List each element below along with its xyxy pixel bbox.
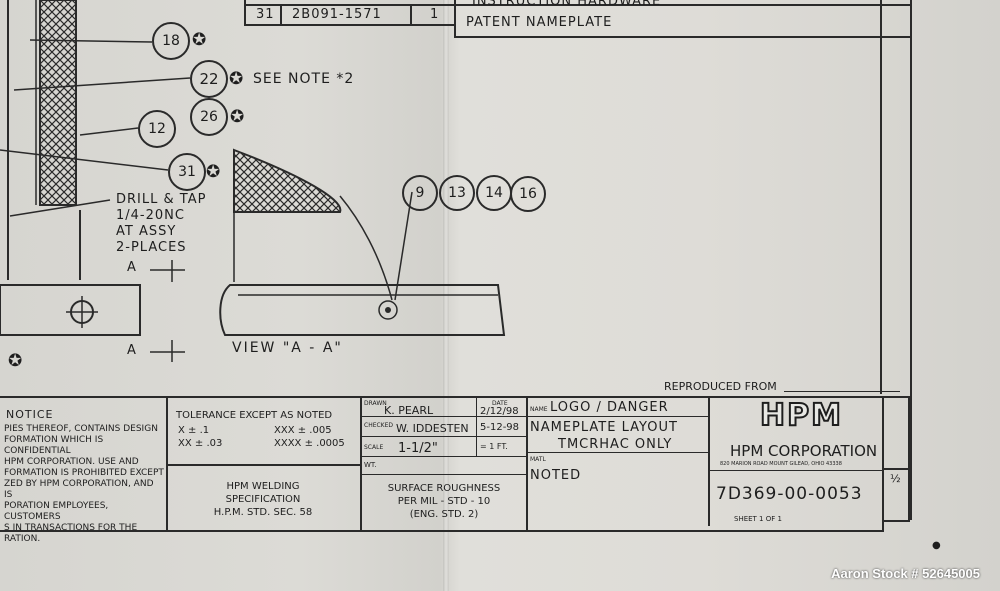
balloon-9: 9: [402, 175, 438, 211]
tolerance-xxx: XXX ± .005: [274, 425, 332, 436]
view-label: VIEW "A - A": [232, 340, 343, 356]
parts-qty: 1: [430, 7, 440, 22]
checked-label: CHECKED: [364, 422, 394, 429]
drawn-label: DRAWN: [364, 400, 387, 407]
weld-spec: HPM WELDING SPECIFICATION H.P.M. STD. SE…: [213, 481, 313, 518]
scale-note: = 1 FT.: [480, 442, 508, 451]
surface-roughness: SURFACE ROUGHNESS PER MIL - STD - 10 (EN…: [387, 483, 501, 520]
drawn-value: K. PEARL: [384, 404, 434, 417]
parts-item-no: 31: [256, 7, 275, 22]
see-note-label: SEE NOTE *2: [253, 71, 355, 87]
balloon-14: 14: [476, 175, 512, 211]
notice-title: NOTICE: [6, 408, 54, 421]
name-line-2: NAMEPLATE LAYOUT: [530, 420, 678, 435]
drawing-border-right: [910, 0, 912, 520]
section-marker-bottom: A: [127, 343, 137, 358]
hpm-logo: HPM: [759, 397, 843, 434]
parts-desc: PATENT NAMEPLATE: [466, 15, 613, 30]
star-icon: ✪: [229, 69, 245, 89]
material-label: MATL: [530, 456, 546, 463]
tolerance-xxxx: XXXX ± .0005: [274, 438, 345, 449]
star-icon: ✪: [192, 30, 208, 50]
checked-value: W. IDDESTEN: [396, 422, 469, 435]
company-name: HPM CORPORATION: [730, 442, 878, 460]
name-label: NAME: [530, 406, 548, 413]
balloon-31: 31: [168, 153, 206, 191]
tolerance-xx: XX ± .03: [178, 438, 223, 449]
date-label: DATE: [492, 400, 508, 407]
sheet-number: SHEET 1 OF 1: [734, 515, 782, 523]
checked-date: 5-12-98: [480, 422, 520, 433]
material-value: NOTED: [530, 468, 582, 483]
parts-desc-top: INSTRUCTION HARDWARE: [472, 0, 662, 9]
title-block: NOTICE PIES THEREOF, CONTAINS DESIGN FOR…: [0, 396, 912, 544]
revision-mark: ½: [890, 472, 902, 485]
balloon-13: 13: [439, 175, 475, 211]
star-icon: ✪: [8, 351, 24, 371]
parts-list: 31 2B091-1571 1 INSTRUCTION HARDWARE PAT…: [244, 0, 912, 38]
balloon-18: 18: [152, 22, 190, 60]
scale-value: 1-1/2": [398, 441, 438, 456]
star-icon: ✪: [206, 162, 222, 182]
star-icon: ✪: [230, 107, 246, 127]
company-address: 820 MARION ROAD MOUNT GILEAD, OHIO 43338: [720, 461, 842, 467]
drill-tap-note: DRILL & TAP 1/4-20NC AT ASSY 2-PLACES: [116, 192, 207, 255]
tolerance-title: TOLERANCE EXCEPT AS NOTED: [176, 410, 333, 421]
drawing-number: 7D369-00-0053: [716, 484, 863, 504]
watermark: Aaron Stock # 52645005: [831, 566, 980, 581]
part-drawing: [0, 0, 506, 362]
stray-dot: ●: [932, 540, 942, 551]
notice-text: PIES THEREOF, CONTAINS DESIGN FORMATION …: [4, 424, 164, 544]
parts-part-no: 2B091-1571: [292, 7, 382, 22]
balloon-22: 22: [190, 60, 228, 98]
balloon-16: 16: [510, 176, 546, 212]
scale-label: SCALE: [364, 444, 384, 451]
name-line-1: LOGO / DANGER: [550, 400, 669, 415]
weight-label: WT.: [364, 461, 377, 469]
balloon-26: 26: [190, 98, 228, 136]
section-marker-top: A: [127, 260, 137, 275]
reproduced-from-label: REPRODUCED FROM: [664, 380, 777, 393]
balloon-12: 12: [138, 110, 176, 148]
drawing-border-right-inner: [880, 0, 882, 394]
date-value: 2/12/98: [480, 406, 519, 417]
name-line-3: TMCRHAC ONLY: [558, 437, 673, 452]
tolerance-x: X ± .1: [178, 425, 210, 436]
